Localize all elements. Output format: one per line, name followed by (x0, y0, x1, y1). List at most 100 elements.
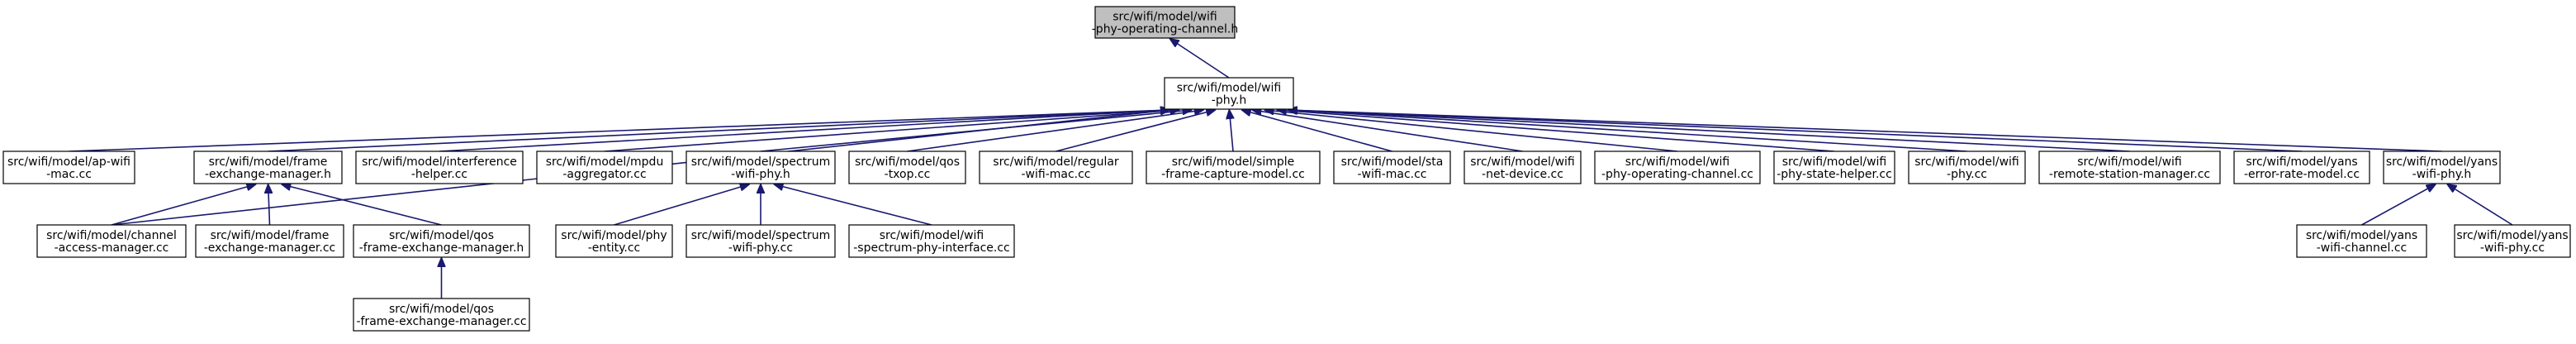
node-box[interactable] (36, 224, 187, 258)
node-box[interactable] (353, 224, 530, 258)
node-box[interactable] (848, 150, 966, 184)
edge-wifi-phy-state-helper-to-wifi-phy-h (1278, 110, 1835, 152)
edge-wifi-net-device-to-wifi-phy-h (1252, 110, 1523, 152)
node-phy-entity[interactable]: src/wifi/model/phy-entity.cc (555, 224, 673, 258)
node-label-line: -phy-operating-channel.h (1092, 23, 1238, 36)
node-label-line: src/wifi/model/regular (993, 155, 1119, 169)
node-yans-wifi-phy-h[interactable]: src/wifi/model/yans-wifi-phy.h (2383, 150, 2501, 184)
node-box[interactable] (686, 150, 836, 184)
node-label-line: -wifi-phy.h (2412, 168, 2472, 181)
edge-sta-wifi-mac-to-wifi-phy-h (1242, 110, 1392, 152)
node-label-line: -wifi-mac.cc (1021, 168, 1090, 181)
node-ap-wifi-mac[interactable]: src/wifi/model/ap-wifi-mac.cc (2, 150, 135, 184)
node-label-line: -helper.cc (411, 168, 467, 181)
node-box[interactable] (2296, 224, 2427, 258)
node-box[interactable] (686, 224, 836, 258)
node-label-line: -wifi-phy.cc (2480, 241, 2545, 255)
edge-yans-wifi-phy-h-to-wifi-phy-h (1288, 110, 2442, 152)
node-label-line: src/wifi/model/ap-wifi (7, 155, 130, 169)
edge-wifi-phy-cc-to-wifi-phy-h (1288, 110, 1967, 152)
node-label-line: src/wifi/model/wifi (2077, 155, 2182, 169)
node-box[interactable] (536, 150, 673, 184)
node-spectrum-wifi-phy-cc[interactable]: src/wifi/model/spectrum-wifi-phy.cc (686, 224, 836, 258)
node-label-line: src/wifi/model/spectrum (691, 229, 831, 242)
edge-qos-fem-h-to-frame-exchange-manager-h (282, 184, 442, 226)
node-label-line: -phy-state-helper.cc (1777, 168, 1892, 181)
node-box[interactable] (979, 150, 1133, 184)
node-simple-frame-capture[interactable]: src/wifi/model/simple-frame-capture-mode… (1146, 150, 1321, 184)
node-mpdu-aggregator[interactable]: src/wifi/model/mpdu-aggregator.cc (536, 150, 673, 184)
node-label-line: src/wifi/model/qos (855, 155, 960, 169)
node-qos-txop[interactable]: src/wifi/model/qos-txop.cc (848, 150, 966, 184)
node-label-line: src/wifi/model/frame (209, 155, 328, 169)
node-label-line: -mac.cc (46, 168, 92, 181)
node-box[interactable] (1908, 150, 2026, 184)
node-box[interactable] (555, 224, 673, 258)
node-box[interactable] (1094, 6, 1236, 39)
node-spectrum-wifi-phy-h[interactable]: src/wifi/model/spectrum-wifi-phy.h (686, 150, 836, 184)
node-label-line: -spectrum-phy-interface.cc (853, 241, 1010, 255)
nodes: src/wifi/model/wifi-phy-operating-channe… (2, 6, 2571, 332)
node-box[interactable] (193, 150, 343, 184)
node-label-line: src/wifi/model/wifi (1112, 11, 1217, 24)
edge-yans-error-rate-to-wifi-phy-h (1288, 110, 2303, 152)
node-box[interactable] (1333, 150, 1451, 184)
node-wifi-net-device[interactable]: src/wifi/model/wifi-net-device.cc (1464, 150, 1582, 184)
node-label-line: src/wifi/model/wifi (1177, 82, 1282, 95)
node-qos-fem-h[interactable]: src/wifi/model/qos-frame-exchange-manage… (353, 224, 530, 258)
node-yans-wifi-channel[interactable]: src/wifi/model/yans-wifi-channel.cc (2296, 224, 2427, 258)
node-wifi-phy-h[interactable]: src/wifi/model/wifi-phy.h (1164, 77, 1294, 110)
node-label-line: src/wifi/model/simple (1172, 155, 1295, 169)
node-box[interactable] (2038, 150, 2221, 184)
node-box[interactable] (1773, 150, 1895, 184)
node-frame-exchange-manager-cc[interactable]: src/wifi/model/frame-exchange-manager.cc (195, 224, 344, 258)
node-label-line: src/wifi/model/frame (211, 229, 330, 242)
node-wifi-phy-cc[interactable]: src/wifi/model/wifi-phy.cc (1908, 150, 2026, 184)
node-label-line: -access-manager.cc (55, 241, 169, 255)
node-label-line: src/wifi/model/wifi (1782, 155, 1887, 169)
node-box[interactable] (355, 150, 524, 184)
node-yans-wifi-phy-cc[interactable]: src/wifi/model/yans-wifi-phy.cc (2454, 224, 2571, 258)
node-wifi-remote-station-manager[interactable]: src/wifi/model/wifi-remote-station-manag… (2038, 150, 2221, 184)
node-box[interactable] (2233, 150, 2370, 184)
edge-frame-exchange-manager-cc-to-frame-exchange-manager-h (268, 184, 270, 226)
node-label-line: -wifi-phy.h (731, 168, 790, 181)
node-box[interactable] (195, 224, 344, 258)
node-yans-error-rate[interactable]: src/wifi/model/yans-error-rate-model.cc (2233, 150, 2370, 184)
node-label-line: -wifi-phy.cc (728, 241, 793, 255)
node-box[interactable] (1594, 150, 1761, 184)
node-regular-wifi-mac[interactable]: src/wifi/model/regular-wifi-mac.cc (979, 150, 1133, 184)
node-box[interactable] (2454, 224, 2571, 258)
node-box[interactable] (1164, 77, 1294, 110)
node-box[interactable] (848, 224, 1015, 258)
node-root[interactable]: src/wifi/model/wifi-phy-operating-channe… (1092, 6, 1238, 39)
node-label-line: -net-device.cc (1482, 168, 1563, 181)
node-box[interactable] (2383, 150, 2501, 184)
node-box[interactable] (353, 298, 530, 332)
node-label-line: src/wifi/model/wifi (1470, 155, 1575, 169)
node-wifi-spectrum-phy-interface[interactable]: src/wifi/model/wifi-spectrum-phy-interfa… (848, 224, 1015, 258)
edge-qos-txop-to-wifi-phy-h (907, 110, 1203, 152)
edge-phy-entity-to-spectrum-wifi-phy-h (614, 184, 749, 226)
node-label-line: src/wifi/model/wifi (880, 229, 984, 242)
node-box[interactable] (2, 150, 135, 184)
node-label-line: src/wifi/model/yans (2456, 229, 2568, 242)
node-qos-fem-cc[interactable]: src/wifi/model/qos-frame-exchange-manage… (353, 298, 530, 332)
edge-channel-access-manager-to-frame-exchange-manager-h (111, 184, 255, 226)
node-label-line: -wifi-channel.cc (2317, 241, 2408, 255)
node-label-line: src/wifi/model/qos (389, 303, 494, 316)
node-interference-helper[interactable]: src/wifi/model/interference-helper.cc (355, 150, 524, 184)
node-label-line: src/wifi/model/wifi (1914, 155, 2019, 169)
node-wifi-phy-state-helper[interactable]: src/wifi/model/wifi-phy-state-helper.cc (1773, 150, 1895, 184)
node-box[interactable] (1464, 150, 1582, 184)
edge-yans-wifi-phy-cc-to-yans-wifi-phy-h (2447, 184, 2513, 226)
node-label-line: src/wifi/model/interference (362, 155, 517, 169)
node-label-line: -error-rate-model.cc (2244, 168, 2360, 181)
node-frame-exchange-manager-h[interactable]: src/wifi/model/frame-exchange-manager.h (193, 150, 343, 184)
node-label-line: src/wifi/model/sta (1341, 155, 1444, 169)
node-wifi-phy-operating-channel-cc[interactable]: src/wifi/model/wifi-phy-operating-channe… (1594, 150, 1761, 184)
node-channel-access-manager[interactable]: src/wifi/model/channel-access-manager.cc (36, 224, 187, 258)
node-box[interactable] (1146, 150, 1321, 184)
node-sta-wifi-mac[interactable]: src/wifi/model/sta-wifi-mac.cc (1333, 150, 1451, 184)
